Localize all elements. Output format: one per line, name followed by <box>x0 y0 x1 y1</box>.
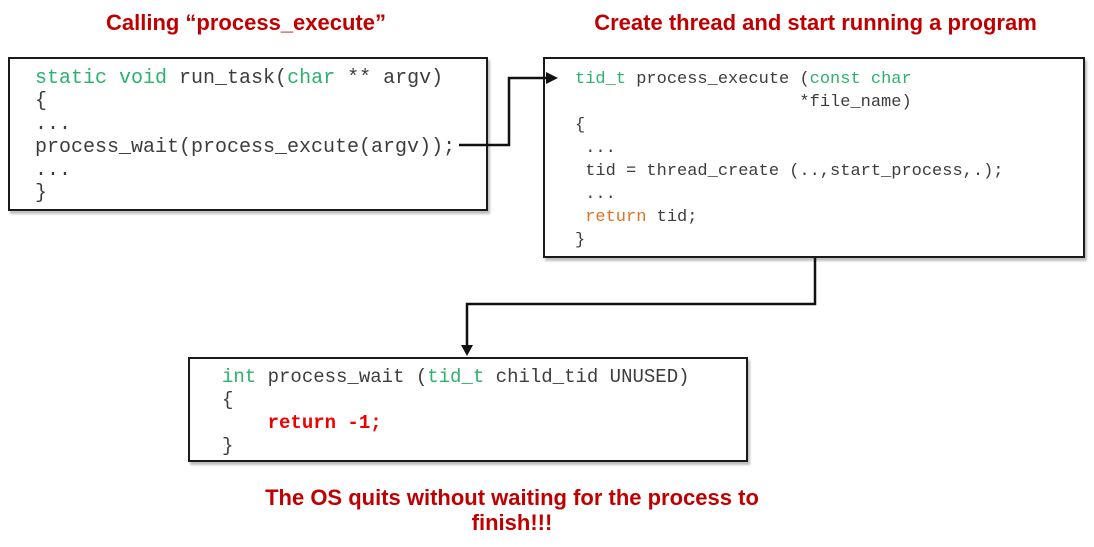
code-line: } <box>35 182 48 205</box>
code-box-run-task: static void run_task(char ** argv){...pr… <box>8 57 488 211</box>
code-line: tid = thread_create (..,start_process,.)… <box>575 162 1004 181</box>
code-line: { <box>35 90 48 113</box>
code-line: process_wait(process_excute(argv)); <box>35 136 456 159</box>
caption-line-2: finish!!! <box>471 510 553 535</box>
code-line: ... <box>35 113 72 136</box>
code-line: } <box>222 435 234 457</box>
code-box-process-execute: tid_t process_execute (const char *file_… <box>543 57 1085 258</box>
caption-os-quits: The OS quits without waiting for the pro… <box>187 485 837 535</box>
title-calling-process-execute: Calling “process_execute” <box>105 10 386 35</box>
code-line: *file_name) <box>575 93 912 112</box>
arrow-line <box>465 258 817 347</box>
code-line: { <box>575 116 586 135</box>
code-box-process-wait: int process_wait (tid_t child_tid UNUSED… <box>188 357 748 462</box>
code-line: int process_wait (tid_t child_tid UNUSED… <box>222 366 690 388</box>
arrow-process-execute-to-process-wait <box>461 258 817 356</box>
code-line: tid_t process_execute (const char <box>575 70 912 89</box>
arrowhead-down-icon <box>461 345 473 356</box>
code-line: ... <box>35 159 72 182</box>
title-create-thread: Create thread and start running a progra… <box>594 10 1037 35</box>
code-line: return tid; <box>585 208 698 227</box>
caption-line-1: The OS quits without waiting for the pro… <box>265 485 759 510</box>
code-line: { <box>222 389 234 411</box>
code-line: return -1; <box>267 412 382 434</box>
code-line: } <box>575 231 586 250</box>
code-line: ... <box>575 185 616 204</box>
code-line: static void run_task(char ** argv) <box>35 67 444 90</box>
code-line: ... <box>575 139 616 158</box>
